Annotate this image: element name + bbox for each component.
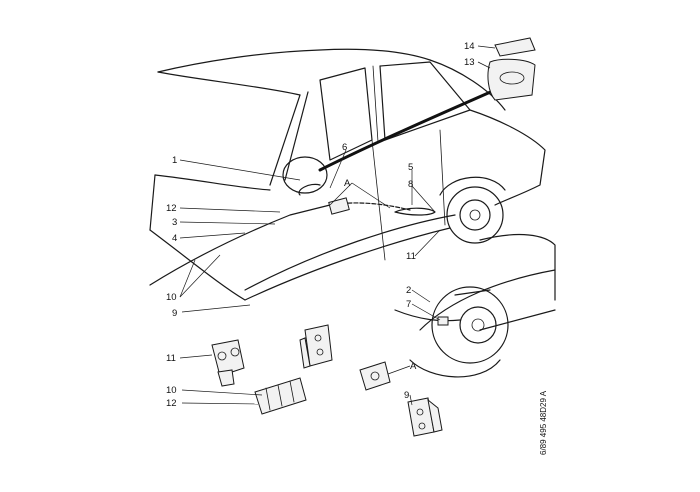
callout-13: 13 — [464, 57, 475, 68]
callout-A-part: A — [410, 361, 417, 372]
clip-part-11 — [211, 339, 245, 387]
clip-part-10-upper — [299, 324, 333, 369]
callout-5: 5 — [408, 162, 413, 173]
callout-10-main: 10 — [166, 292, 177, 303]
callout-6: 6 — [342, 142, 347, 153]
brake-pipe-run — [149, 88, 497, 326]
car-body-outline — [149, 48, 546, 301]
callout-11-main: 11 — [406, 251, 416, 262]
clip-part-A — [359, 361, 391, 391]
callout-3: 3 — [172, 217, 177, 228]
bracket-plate — [494, 37, 536, 57]
callout-7: 7 — [406, 299, 411, 310]
leader-lines — [179, 45, 496, 406]
rear-section-detail — [409, 234, 556, 378]
callout-12-main: 12 — [166, 203, 177, 214]
clip-part-12 — [254, 377, 307, 415]
callout-1: 1 — [172, 155, 177, 166]
exploded-parts — [211, 324, 443, 437]
union-block — [328, 197, 350, 215]
reference-code: 6/89 495 48D29 A — [539, 390, 548, 455]
callout-A-main: A — [344, 178, 351, 189]
callout-14: 14 — [464, 41, 475, 52]
callout-9-part: 9 — [404, 390, 409, 401]
callout-9-main: 9 — [172, 308, 177, 319]
pipe-union — [437, 316, 449, 326]
callout-10-part: 10 — [166, 385, 177, 396]
callout-12-part: 12 — [166, 398, 177, 409]
callout-2: 2 — [406, 285, 411, 296]
callout-11-part: 11 — [166, 353, 176, 364]
callout-8: 8 — [408, 179, 413, 190]
callout-labels: 1 2 3 4 5 6 7 8 9 9 10 10 11 11 12 12 13… — [166, 41, 475, 409]
clip-part-9 — [407, 397, 443, 437]
bracket-assembly — [487, 37, 536, 101]
callout-4: 4 — [172, 233, 177, 244]
bracket-clamp — [487, 58, 536, 101]
upper-brake-pipe — [318, 88, 497, 172]
